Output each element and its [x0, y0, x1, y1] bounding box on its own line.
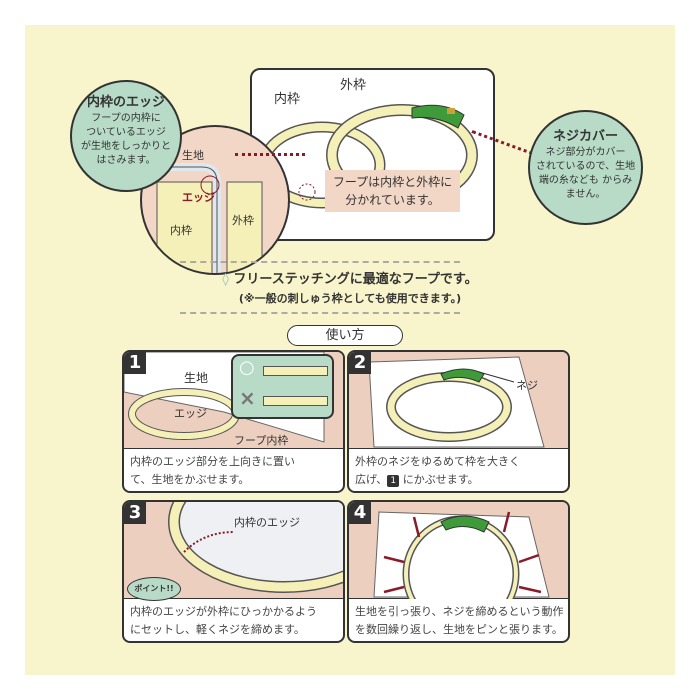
step-1-illustration: ○ × 生地 エッジ フープ内枠: [124, 352, 343, 449]
step-line: 外枠のネジをゆるめて枠を大きく: [355, 455, 520, 468]
inner-edge-label: 内枠のエッジ: [234, 516, 300, 529]
step-number: 3: [124, 502, 146, 524]
step-line: を数回繰り返し、生地をピンと張ります。: [355, 623, 563, 636]
leaf-icon: ◊: [222, 272, 229, 287]
inner-frame-label: 内枠: [274, 92, 301, 107]
hoop-closeup-illustration: [168, 502, 343, 593]
caption-line: 分かれています。: [345, 193, 440, 207]
step-line: 広げ、: [355, 473, 388, 486]
outer-label: 外枠: [232, 214, 254, 227]
step-line: にかぶせます。: [402, 473, 479, 486]
edge-callout: 内枠のエッジ フープの内枠に ついているエッジ が生地をしっかりと はさみます。: [70, 80, 182, 192]
edge-label: エッジ: [182, 191, 215, 204]
callout-line: 端の糸なども からみ: [538, 175, 633, 186]
caption-line: フープは内枠と外枠に: [332, 175, 453, 189]
divider: [180, 261, 460, 263]
wrong-profile: [263, 396, 328, 406]
screw-cover-callout: ネジカバー ネジ部分がカバー されているので、生地 端の糸なども からみ ません…: [528, 110, 643, 225]
step-3-panel: 内枠のエッジ ポイント!! 3 内枠のエッジが外枠にひっかかるようにセットし、軽…: [122, 500, 345, 643]
overview-caption: フープは内枠と外枠に 分かれています。: [325, 170, 460, 212]
step-line: にセットし、軽くネジを締めます。: [130, 623, 305, 636]
inner-label: 内枠: [170, 224, 192, 237]
point-badge: ポイント!!: [127, 577, 181, 601]
edge-cross-section: [142, 163, 263, 273]
step-text: 外枠のネジをゆるめて枠を大きく広げ、1 にかぶせます。: [355, 453, 564, 489]
correct-profile: [263, 366, 328, 376]
stretching-fabric-illustration: [373, 511, 550, 599]
step-line: 内枠のエッジ部分を上向きに置い: [130, 455, 295, 468]
callout-line: はさみます。: [96, 155, 156, 166]
step-4-illustration: [349, 502, 568, 599]
step-line: 内枠のエッジが外枠にひっかかるよう: [130, 605, 317, 618]
callout-line: ません。: [565, 189, 606, 200]
hoop-inner-label: フープ内枠: [234, 434, 289, 447]
step-text: 生地を引っ張り、ネジを締めるという動作を数回繰り返し、生地をピンと張ります。: [355, 603, 564, 639]
step-2-panel: ネジ 2 外枠のネジをゆるめて枠を大きく広げ、1 にかぶせます。: [347, 350, 570, 493]
step-text: 内枠のエッジ部分を上向きに置いて、生地をかぶせます。: [130, 453, 339, 489]
callout-line: ネジ部分がカバー: [545, 147, 626, 158]
fabric-label: 生地: [184, 371, 209, 385]
correct-mark-icon: ○: [239, 357, 255, 378]
step-4-panel: 4 生地を引っ張り、ネジを締めるという動作を数回繰り返し、生地をピンと張ります。: [347, 500, 570, 643]
how-to-title: 使い方: [287, 325, 403, 346]
tagline-main: フリーステッチングに最適なフープです。: [233, 272, 478, 287]
callout-line: が生地をしっかりと: [81, 141, 171, 152]
screw-callout-title: ネジカバー: [552, 129, 618, 144]
hoop-on-fabric-illustration: [368, 356, 545, 448]
outer-frame-label: 外枠: [340, 78, 367, 93]
step-line: て、生地をかぶせます。: [130, 473, 250, 486]
tagline-sub: (※一般の刺しゅう枠としても使用できます。): [238, 292, 462, 305]
edge-callout-title: 内枠のエッジ: [86, 95, 165, 110]
step-number: 1: [124, 352, 146, 374]
step-ref-badge: 1: [387, 475, 400, 487]
screw-label: ネジ: [516, 379, 538, 392]
instruction-sheet: 内枠 外枠 フープは内枠と外枠に 分かれています。 生地 エッジ 内枠 外枠 内…: [25, 25, 675, 675]
tagline: ◊ フリーステッチングに最適なフープです。: [25, 268, 675, 287]
callout-line: ついているエッジ: [86, 127, 166, 138]
step-line: 生地を引っ張り、ネジを締めるという動作: [355, 605, 564, 618]
step-number: 4: [349, 502, 371, 524]
fabric-label: 生地: [182, 149, 204, 162]
step-text: 内枠のエッジが外枠にひっかかるようにセットし、軽くネジを締めます。: [130, 603, 339, 639]
divider: [180, 312, 460, 314]
step-number: 2: [349, 352, 371, 374]
edge-detail-circle: 生地 エッジ 内枠 外枠: [140, 125, 290, 275]
step-3-illustration: 内枠のエッジ ポイント!!: [124, 502, 343, 601]
edge-pointer-line: [235, 153, 305, 156]
callout-line: されているので、生地: [535, 161, 636, 172]
step-2-illustration: ネジ: [349, 352, 568, 449]
correct-orientation-callout: ○ ×: [231, 354, 334, 419]
wrong-mark-icon: ×: [239, 386, 256, 410]
step-1-panel: ○ × 生地 エッジ フープ内枠 1 内枠のエッジ部分を上向きに置いて、生地をか…: [122, 350, 345, 493]
edge-label: エッジ: [174, 407, 207, 420]
callout-line: フープの内枠に: [91, 113, 161, 124]
